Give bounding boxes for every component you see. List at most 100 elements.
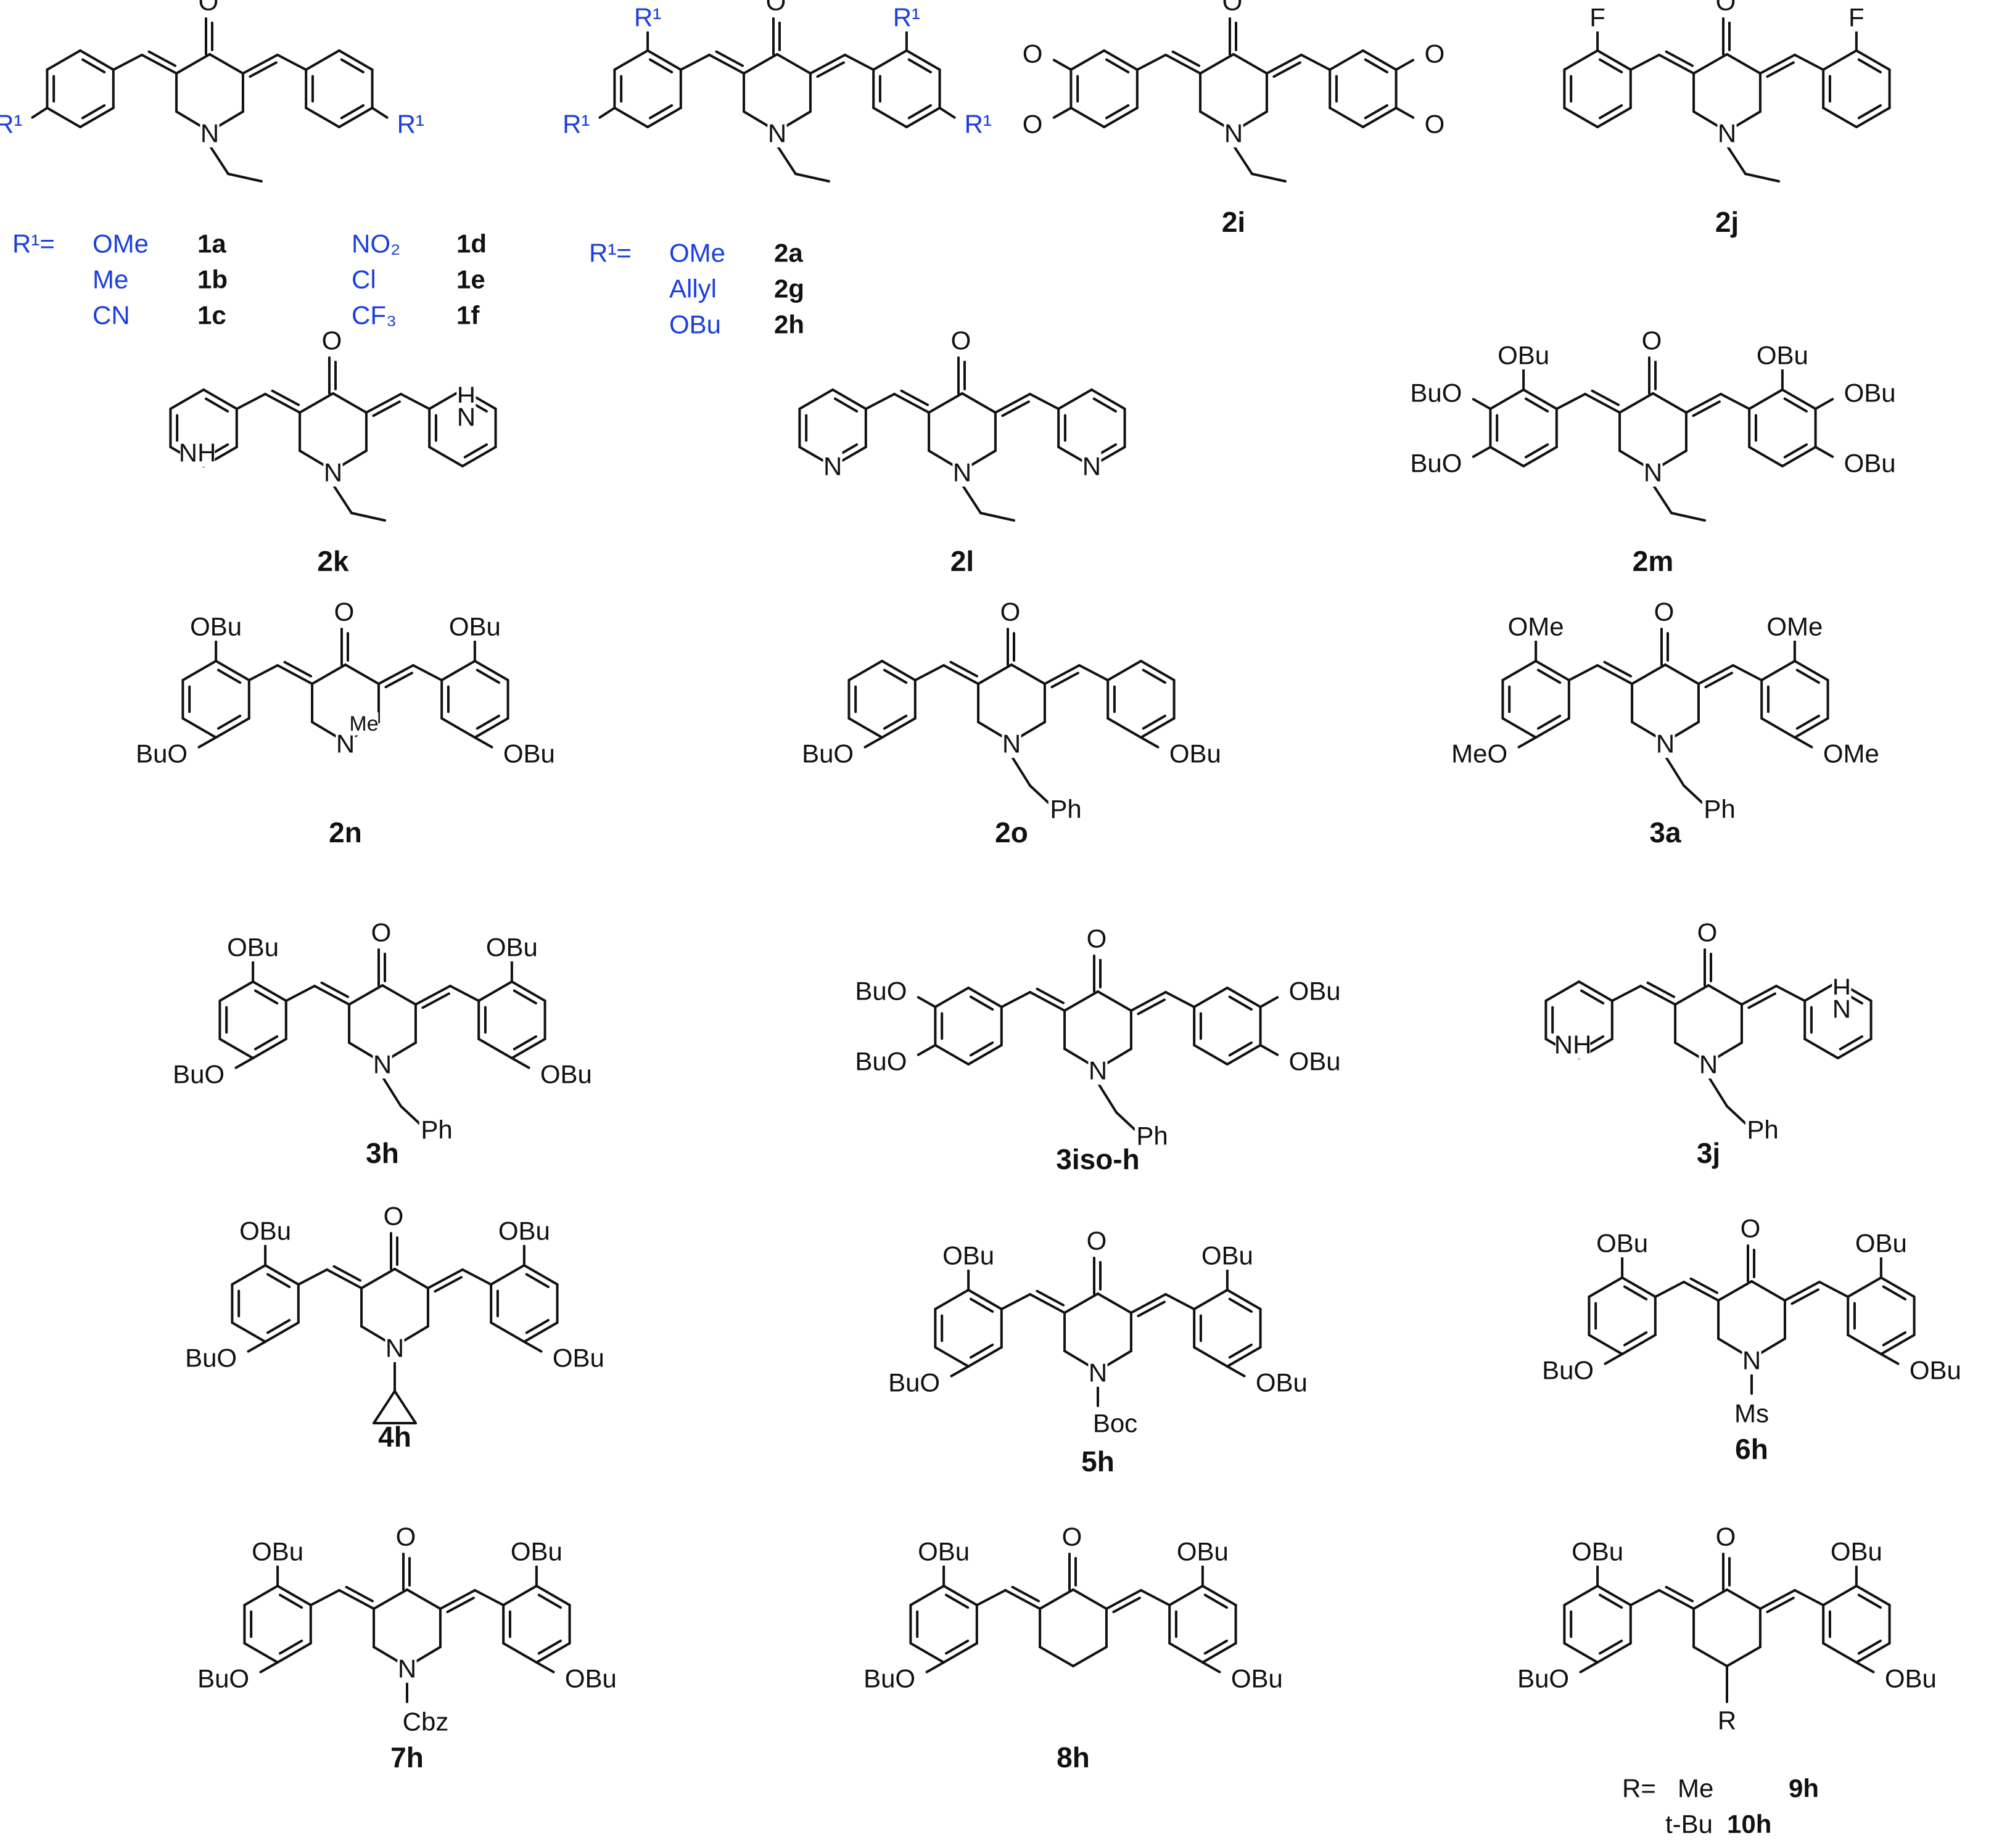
bond: [1674, 984, 1710, 1006]
substituent-label: OBu: [449, 612, 501, 641]
exocyclic-double-bond: [1043, 664, 1081, 685]
label-knockout: [395, 109, 430, 139]
aryl-ring-bond: [1623, 1285, 1648, 1300]
aryl-ring-bond: [525, 1319, 550, 1334]
sub-bond: [1814, 446, 1834, 458]
substituent-label: OMe: [1508, 612, 1564, 641]
exocyclic-double-bond: [1272, 61, 1301, 78]
legend-1-compound-id: 1c: [197, 301, 226, 330]
aryl-link: [1164, 991, 1195, 1008]
bond: [373, 1646, 401, 1664]
aryl-ring-bond: [934, 987, 970, 1008]
aryl-ring-bond: [1193, 1044, 1229, 1066]
exocyclic-double-bond: [320, 981, 350, 998]
aryl-link: [276, 54, 307, 71]
bond: [406, 1588, 442, 1610]
aryl-ring-bond: [1578, 980, 1613, 1002]
legend-9-prefix: R=: [1622, 1774, 1656, 1803]
aryl-ring-bond: [1563, 107, 1599, 128]
substituent-label: O: [1023, 39, 1043, 68]
bond: [208, 53, 244, 75]
aryl-link: [1164, 1293, 1195, 1310]
label-knockout: [1413, 378, 1464, 408]
label-knockout: [188, 1343, 239, 1373]
bond: [1707, 984, 1743, 1006]
aryl-ring-bond: [1092, 397, 1117, 413]
aryl-ring-bond: [305, 107, 340, 128]
substituent-label: BuO: [136, 739, 187, 768]
aryl-ring-bond: [81, 58, 106, 73]
aryl-ring-bond: [1847, 1334, 1882, 1355]
label-knockout: [630, 2, 665, 32]
aryl-ring-bond: [1489, 446, 1525, 467]
label-knockout: [1717, 118, 1737, 148]
aryl-ring-bond: [969, 1297, 994, 1313]
legend-1-compound-id: 1f: [456, 301, 480, 330]
aryl-ring-bond: [502, 1642, 538, 1664]
exocyclic-double-bond: [942, 664, 980, 685]
nitrogen-atom: N: [385, 1334, 404, 1363]
aryl-ring-bond: [1588, 1276, 1624, 1298]
aryl-ring-bond: [1535, 660, 1570, 681]
label-knockout: [1716, 1522, 1736, 1551]
label-knockout: [1459, 739, 1510, 768]
label-knockout: [1842, 378, 1893, 408]
label-knockout: [1699, 1049, 1718, 1079]
aryl-ring-bond: [1106, 660, 1142, 681]
substituent-label: OBu: [1169, 739, 1221, 768]
substituent-label: BuO: [855, 977, 907, 1006]
aryl-ring-bond: [1879, 1276, 1916, 1298]
aryl-ring-bond: [243, 1585, 279, 1606]
legend-9-compound-id: 10h: [1727, 1810, 1771, 1839]
exocyclic-double-bond: [1658, 54, 1696, 75]
sub-bond: [247, 1341, 267, 1353]
aryl-ring-bond: [613, 107, 649, 128]
aryl-link: [865, 393, 896, 410]
bond: [1063, 990, 1099, 1012]
n-ethyl: [1726, 144, 1747, 175]
aryl-ring-bond: [1588, 1334, 1624, 1355]
bond: [1010, 663, 1046, 685]
substituent-label: O: [1425, 39, 1445, 68]
aryl-ring-bond: [1822, 1642, 1858, 1664]
substituent-label: BuO: [1410, 449, 1462, 478]
bond: [1717, 1280, 1753, 1302]
nitrogen-atom: N: [953, 458, 971, 487]
exocyclic-double-bond: [809, 54, 846, 75]
substituent-label: OBu: [1572, 1537, 1623, 1566]
oxygen-atom: O: [951, 326, 971, 355]
sub-bond: [1052, 59, 1073, 71]
bond: [1726, 53, 1762, 75]
oxygen-atom: O: [1222, 0, 1243, 16]
aryl-ring-bond: [1103, 49, 1139, 71]
aryl-ring-bond: [967, 1346, 1003, 1368]
phenyl-label: Ph: [1747, 1115, 1778, 1144]
aryl-ring-bond: [942, 1585, 978, 1606]
label-knockout: [1000, 597, 1020, 626]
substituent-label: R¹: [634, 3, 661, 32]
exocyclic-double-bond: [1697, 664, 1734, 685]
exocyclic-double-bond: [1596, 664, 1634, 685]
aryl-ring-bond: [1193, 1289, 1229, 1310]
aryl-link: [1793, 1589, 1824, 1606]
label-knockout: [1702, 794, 1737, 824]
substituent-label: MeO: [1451, 739, 1507, 768]
aryl-ring-bond: [46, 107, 82, 128]
bond: [413, 1646, 442, 1664]
aryl-link: [680, 54, 711, 71]
aryl-ring-bond: [510, 980, 546, 1002]
aryl-ring-bond: [847, 660, 884, 681]
aryl-ring-bond: [1522, 446, 1558, 467]
label-knockout: [1413, 448, 1464, 478]
aryl-ring-bond: [46, 49, 82, 71]
substituent-label: OBu: [486, 933, 538, 962]
aryl-ring-bond: [510, 1038, 546, 1059]
sub-bond: [259, 1661, 279, 1673]
aryl-ring-bond: [831, 388, 867, 410]
exocyclic-double-bond: [1029, 1293, 1066, 1314]
label-knockout: [1856, 1228, 1906, 1258]
bond: [961, 392, 997, 414]
aryl-ring-bond: [798, 388, 834, 410]
bond: [977, 721, 1005, 739]
bond: [360, 1268, 396, 1289]
